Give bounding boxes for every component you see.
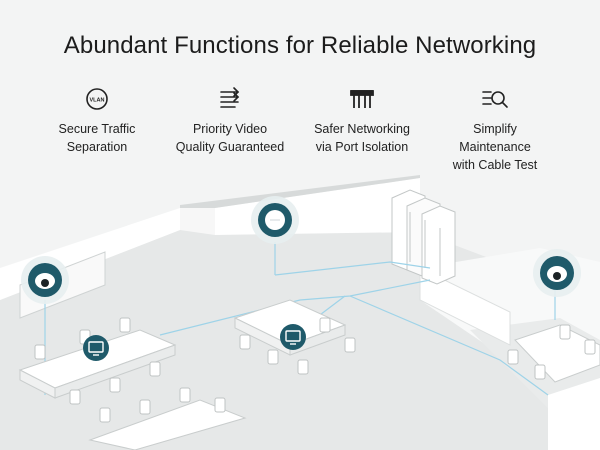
meeting-table xyxy=(514,324,600,383)
page-title: Abundant Functions for Reliable Networki… xyxy=(63,32,537,59)
feature-label-line1: Priority Video xyxy=(192,122,268,136)
office-floor xyxy=(0,230,600,450)
whiteboard xyxy=(19,251,106,319)
server-racks xyxy=(391,189,456,285)
feature-label-line2: Quality Guaranteed xyxy=(175,140,285,154)
desk-cluster-bottom xyxy=(88,399,247,450)
wall-top-edge xyxy=(180,175,420,208)
feature-cable-test: Simplify Maintenance with Cable Test xyxy=(420,86,570,174)
back-wall-center xyxy=(180,208,215,235)
feature-label-line3: with Cable Test xyxy=(452,158,538,172)
cable-test-search-icon xyxy=(482,91,508,108)
feature-label-line1: Safer Networking xyxy=(314,122,410,136)
back-wall-main xyxy=(215,178,420,235)
computer-badge-left xyxy=(83,335,109,361)
feature-secure-traffic: VLAN Secure Traffic Separation xyxy=(22,86,172,156)
vlan-icon-text: VLAN xyxy=(90,98,105,104)
feature-port-isolation: Safer Networking via Port Isolation xyxy=(287,86,437,156)
office-chairs xyxy=(34,317,596,423)
desk-cluster-left xyxy=(18,329,177,399)
feature-label-line2: Separation xyxy=(66,140,128,154)
meeting-room-floor xyxy=(470,318,600,420)
vlan-badge-icon: VLAN xyxy=(86,88,108,110)
network-cables xyxy=(44,261,556,396)
port-isolation-icon xyxy=(350,90,374,108)
feature-label-line2: via Port Isolation xyxy=(315,140,409,154)
back-wall-left xyxy=(0,208,180,300)
camera-badge-right xyxy=(533,249,581,297)
meeting-room-door-wall xyxy=(548,378,600,450)
feature-priority-video: Priority Video Quality Guaranteed xyxy=(155,86,305,156)
desk-cluster-center xyxy=(233,299,347,356)
meeting-room-wall xyxy=(420,248,600,450)
camera-badge-left xyxy=(21,256,69,304)
feature-label-line1: Secure Traffic xyxy=(58,122,136,136)
feature-label-line1: Simplify xyxy=(473,122,517,136)
meeting-room-partition xyxy=(419,267,511,346)
feature-label-line2: Maintenance xyxy=(459,140,531,154)
priority-arrows-icon xyxy=(220,87,240,108)
computer-badge-center xyxy=(280,324,306,350)
access-point-badge xyxy=(251,196,299,275)
